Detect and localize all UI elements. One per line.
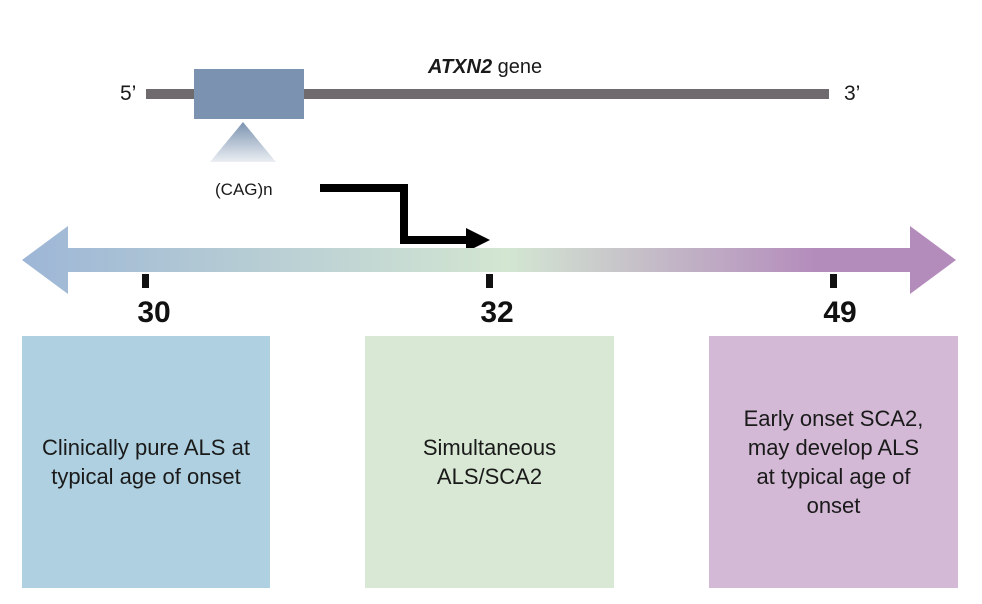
gene-suffix: gene bbox=[492, 56, 543, 78]
tick-label-32: 32 bbox=[480, 296, 514, 329]
bent-arrow-icon bbox=[320, 184, 468, 244]
cag-repeat-label: (CAG)n bbox=[215, 180, 273, 199]
scale-double-arrow bbox=[22, 226, 956, 294]
phenotype-box-pure-als: Clinically pure ALS at typical age of on… bbox=[22, 336, 270, 588]
gene-line bbox=[146, 89, 829, 99]
tick-label-49: 49 bbox=[823, 296, 857, 329]
phenotype-box-early-sca2: Early onset SCA2, may develop ALS at typ… bbox=[709, 336, 958, 588]
bent-arrow-head bbox=[466, 228, 490, 252]
phenotype-box-text: Early onset SCA2, may develop ALS at typ… bbox=[743, 406, 924, 518]
three-prime-label: 3’ bbox=[844, 82, 861, 105]
exon-box bbox=[194, 69, 304, 119]
phenotype-box-text: Simultaneous ALS/SCA2 bbox=[422, 435, 557, 489]
phenotype-box-als-sca2: Simultaneous ALS/SCA2 bbox=[365, 336, 614, 588]
tick-32 bbox=[486, 274, 493, 288]
phenotype-box-text: Clinically pure ALS at typical age of on… bbox=[42, 435, 250, 489]
repeat-zoom-triangle bbox=[210, 122, 276, 162]
tick-49 bbox=[830, 274, 837, 288]
tick-30 bbox=[142, 274, 149, 288]
gene-title: ATXN2 gene bbox=[428, 56, 542, 79]
gene-name: ATXN2 bbox=[428, 56, 493, 78]
five-prime-label: 5’ bbox=[120, 82, 137, 105]
tick-label-30: 30 bbox=[137, 296, 171, 329]
